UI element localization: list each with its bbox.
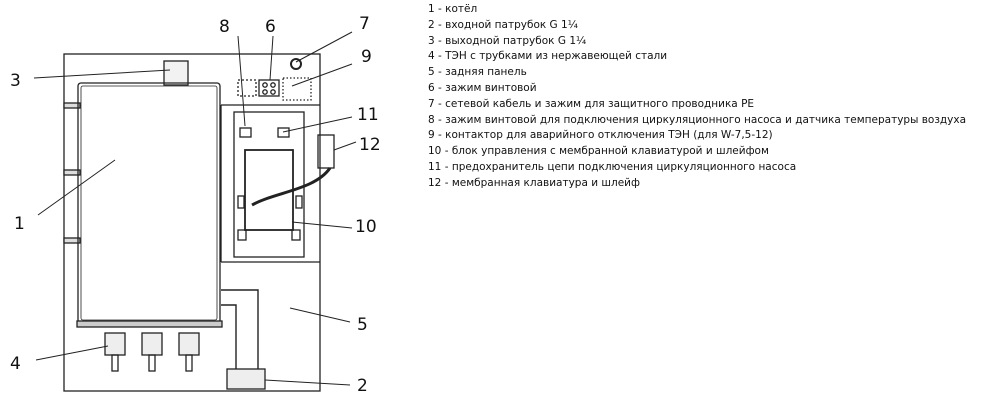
pump-fuse (277, 127, 290, 138)
legend-item: 4 - ТЭН с трубками из нержавеющей стали (428, 50, 668, 63)
contactor (282, 77, 312, 101)
callout-10: 10 (355, 217, 377, 237)
heating-elements (104, 332, 200, 372)
callout-1: 1 (14, 214, 25, 234)
boiler-body-inner (80, 85, 218, 321)
callout-4: 4 (10, 354, 21, 374)
outlet-pipe (163, 60, 189, 86)
pump-terminal (239, 127, 252, 138)
legend-item: 2 - входной патрубок G 1¼ (428, 18, 578, 31)
back-panel (63, 53, 321, 392)
control-unit (233, 111, 305, 258)
callout-8: 8 (219, 17, 230, 37)
legend-item: 11 - предохранитель цепи подключения цир… (428, 160, 797, 173)
callout-9: 9 (361, 47, 372, 67)
legend-item: 10 - блок управления с мембранной клавиа… (428, 145, 769, 158)
callout-3: 3 (10, 71, 21, 91)
legend-item: 1 - котёл (428, 3, 478, 15)
boiler-body (77, 82, 221, 324)
control-unit-screen (244, 149, 294, 231)
mount-bar (63, 169, 81, 176)
legend-item: 8 - зажим винтовой для подключения цирку… (428, 113, 967, 126)
cable-gland (290, 58, 302, 70)
callout-11: 11 (357, 105, 379, 125)
legend-item: 6 - зажим винтовой (428, 81, 537, 94)
callout-2: 2 (357, 376, 368, 396)
callout-7: 7 (359, 14, 370, 34)
ribbon-cable (251, 167, 332, 207)
membrane-keypad (317, 134, 335, 169)
inlet-pipe (221, 289, 259, 372)
callout-12: 12 (359, 135, 381, 155)
inlet-pipe-fitting (226, 368, 266, 390)
legend-item: 5 - задняя панель (428, 66, 527, 79)
mount-bar (63, 102, 81, 109)
boiler-bottom-flange (76, 320, 223, 328)
legend-item: 9 - контактор для аварийного отключения … (428, 129, 773, 142)
legend-item: 3 - выходной патрубок G 1¼ (428, 34, 587, 47)
legend-item: 7 - сетевой кабель и зажим для защитного… (428, 97, 755, 110)
terminal-blocks (237, 79, 280, 97)
callout-6: 6 (265, 17, 276, 37)
mount-bar (63, 237, 81, 244)
callout-5: 5 (357, 315, 368, 335)
legend-item: 12 - мембранная клавиатура и шлейф (428, 176, 640, 189)
legend: 1 - котёл 2 - входной патрубок G 1¼ 3 - … (428, 2, 966, 192)
